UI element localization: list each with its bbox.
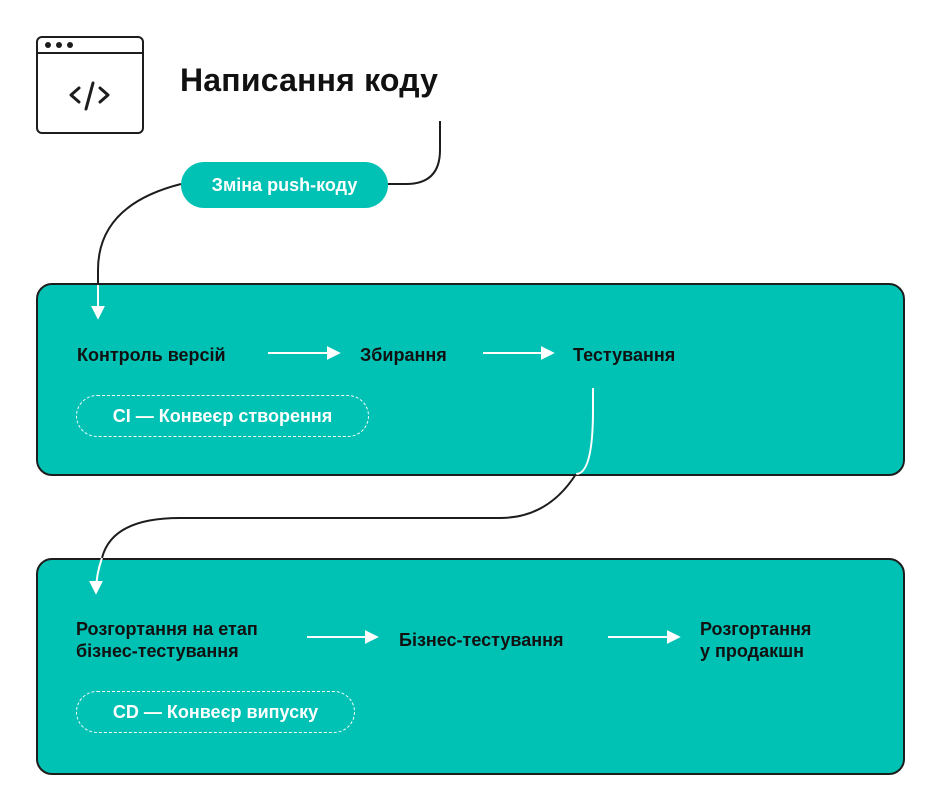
code-window-icon [36,36,144,134]
ci-stage-box: Контроль версій Збирання Тестування CI —… [36,283,905,476]
ci-pipeline-label: CI — Конвеєр створення [76,395,369,437]
step-deploy-business-testing: Розгортання на етап бізнес-тестування [76,619,258,661]
connector-ci-to-cd [101,473,577,559]
connector-trigger-to-ci [97,183,182,283]
step-business-testing: Бізнес-тестування [399,630,564,650]
push-trigger-pill: Зміна push-коду [181,162,388,208]
step-testing: Тестування [573,345,676,365]
step-deploy-production: Розгортання у продакшн [700,619,812,661]
page-title: Написання коду [180,62,439,98]
connector-title-to-trigger [388,121,441,185]
cd-pipeline-label: CD — Конвеєр випуску [76,691,355,733]
step-build: Збирання [360,345,447,365]
cd-stage-box: Розгортання на етап бізнес-тестування Бі… [36,558,905,775]
step-version-control: Контроль версій [77,345,226,365]
